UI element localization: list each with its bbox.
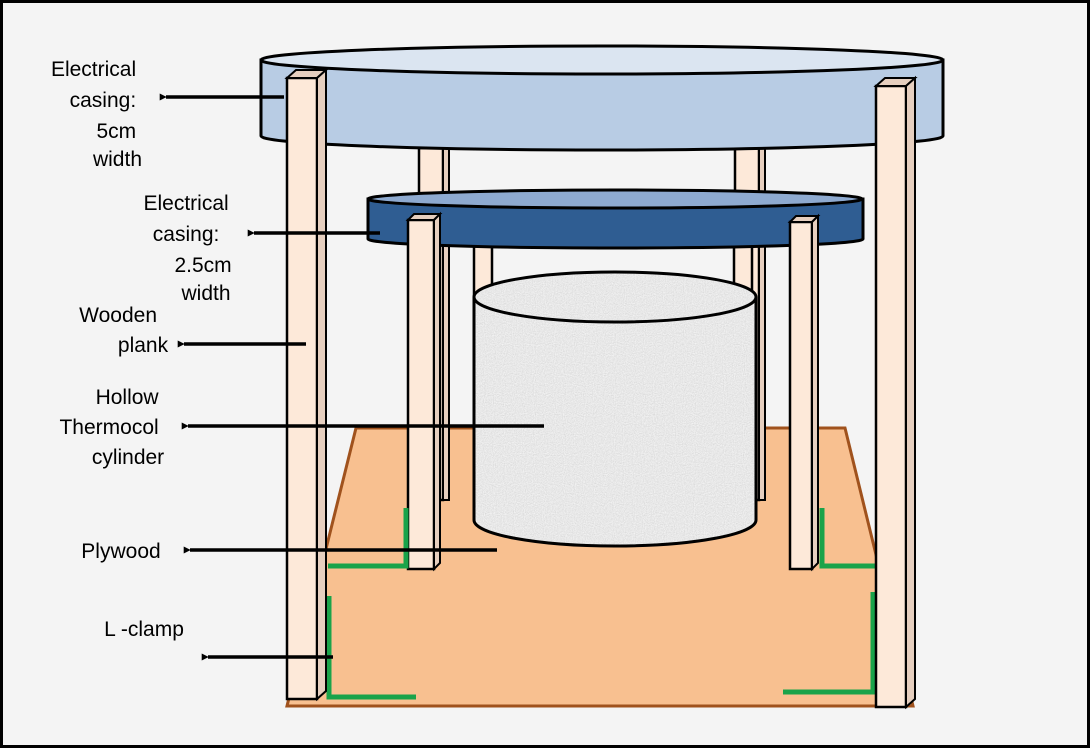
l-clamp-inner-right	[819, 508, 900, 569]
label-plywood: Plywood	[81, 540, 160, 563]
inner-planks	[405, 211, 821, 572]
lower-electrical-casing	[366, 188, 865, 250]
lower-casing-body	[366, 197, 865, 250]
wooden-plank-inner-right	[788, 220, 814, 571]
outer-planks	[284, 67, 918, 710]
pointer-arrows	[159, 93, 544, 661]
l-clamps	[326, 508, 900, 700]
l-clamp-outer-right	[783, 592, 876, 695]
upper-casing-top	[259, 44, 945, 76]
cylinder-outline	[472, 297, 758, 548]
wooden-plank-outer-left	[285, 76, 319, 701]
labels: Electrical casing: 5cm width Electrical …	[51, 58, 237, 641]
label-wooden-plank: Wooden plank	[79, 304, 168, 357]
label-thermocol: Hollow Thermocol cylinder	[59, 386, 164, 469]
l-clamp-inner-left	[328, 508, 409, 569]
wooden-plank-inner-left	[406, 218, 436, 571]
cylinder-body	[474, 297, 756, 546]
label-lower-casing: Electrical casing: 2.5cm width	[143, 192, 237, 305]
wooden-plank-inner-right-side	[811, 213, 819, 572]
lower-casing-top	[366, 188, 864, 210]
label-l-clamp: L -clamp	[104, 618, 184, 641]
cylinder-top	[474, 272, 756, 322]
wooden-plank-outer-right	[874, 84, 908, 709]
upper-electrical-casing	[259, 44, 945, 152]
wooden-plank-outer-right-side	[905, 75, 916, 710]
wooden-plank-outer-left-side	[316, 67, 327, 702]
l-clamp-outer-left	[326, 596, 416, 700]
thermocol-cylinder	[472, 270, 758, 548]
label-upper-casing: Electrical casing: 5cm width	[51, 58, 142, 171]
cylinder-top-outline	[472, 270, 758, 324]
wooden-plank-inner-left-side	[433, 211, 441, 572]
